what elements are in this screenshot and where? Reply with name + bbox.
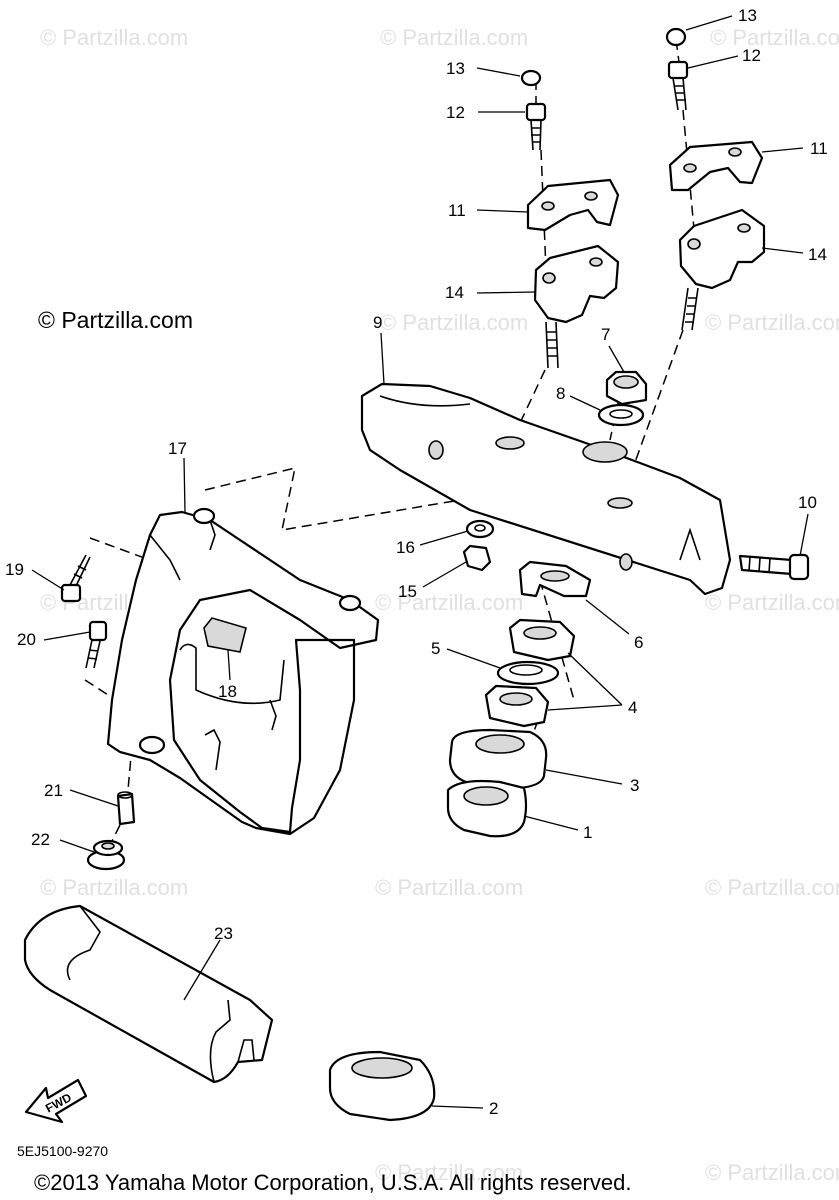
callout-labels: 1 2 3 4 5 6 7 8 9 10 11 11 12 12 13 13 1… <box>5 6 828 1118</box>
part-19-bolt <box>60 554 91 603</box>
part-21-collar <box>116 791 136 826</box>
part-2-bearing <box>328 1050 436 1122</box>
callout-13: 13 <box>446 59 465 78</box>
callout-12: 12 <box>446 103 465 122</box>
watermark: © Partzilla.com <box>705 1160 839 1185</box>
watermark: © Partzilla.com <box>380 25 528 50</box>
part-23-cover <box>23 904 274 1084</box>
callout-4: 4 <box>628 698 637 717</box>
watermark: © Partzilla.com <box>40 25 188 50</box>
leader-lines <box>31 15 809 1109</box>
callout-6: 6 <box>634 633 643 652</box>
watermark: © Partzilla.com <box>380 310 528 335</box>
part-3-bearing <box>448 728 548 790</box>
fwd-arrow: FWD <box>24 1078 88 1124</box>
part-8-washer <box>597 403 645 427</box>
part-10-bolt <box>738 553 810 581</box>
callout-10: 10 <box>798 493 817 512</box>
part-12-bolt <box>525 60 689 151</box>
part-11-upper-holder <box>526 140 764 232</box>
part-1-bearing <box>446 779 528 838</box>
part-15-nut <box>462 544 492 572</box>
watermark: © Partzilla.com <box>375 1160 523 1185</box>
watermark: © Partzilla.com <box>705 590 839 615</box>
part-5-washer <box>496 660 560 686</box>
watermark-layer: © Partzilla.com © Partzilla.com © Partzi… <box>40 25 839 1185</box>
callout-11: 11 <box>448 201 466 220</box>
callout-17: 17 <box>168 439 187 458</box>
callout-8: 8 <box>556 384 565 403</box>
part-22-grommet <box>86 839 126 871</box>
callout-11: 11 <box>810 139 828 158</box>
part-6-collar <box>518 560 592 598</box>
callout-22: 22 <box>31 830 50 849</box>
watermark: © Partzilla.com <box>710 25 839 50</box>
callout-21: 21 <box>44 781 63 800</box>
callout-12: 12 <box>742 46 761 65</box>
part-9-upper-bracket <box>360 382 732 596</box>
callout-16: 16 <box>396 538 415 557</box>
callout-5: 5 <box>431 639 440 658</box>
diagram-code: 5EJ5100-9270 <box>17 1143 108 1159</box>
part-17-headlight-stay <box>106 507 380 836</box>
callout-15: 15 <box>398 582 417 601</box>
callout-18: 18 <box>218 682 237 701</box>
callout-2: 2 <box>489 1099 498 1118</box>
callout-20: 20 <box>17 630 36 649</box>
callout-1: 1 <box>583 823 592 842</box>
part-16-washer <box>465 519 495 539</box>
callout-7: 7 <box>601 325 610 344</box>
callout-13: 13 <box>738 6 757 25</box>
part-7-nut <box>605 370 648 406</box>
callout-3: 3 <box>630 776 639 795</box>
callout-9: 9 <box>373 313 382 332</box>
part-4-ring-nut <box>484 618 576 728</box>
callout-19: 19 <box>5 560 24 579</box>
watermark: © Partzilla.com <box>705 875 839 900</box>
watermark: © Partzilla.com <box>375 590 523 615</box>
callout-14: 14 <box>808 245 827 264</box>
watermark: © Partzilla.com <box>705 310 839 335</box>
callout-14: 14 <box>445 283 464 302</box>
part-20-bolt <box>85 620 108 669</box>
copyright-notice: ©2013 Yamaha Motor Corporation, U.S.A. A… <box>34 1170 631 1195</box>
partzilla-brand: © Partzilla.com <box>38 307 193 333</box>
watermark: © Partzilla.com <box>375 875 523 900</box>
watermark: © Partzilla.com <box>40 875 188 900</box>
part-18-rubber-pad <box>203 617 247 653</box>
part-14-lower-holder <box>533 208 766 369</box>
part-13-cap <box>520 27 687 87</box>
callout-23: 23 <box>214 924 233 943</box>
